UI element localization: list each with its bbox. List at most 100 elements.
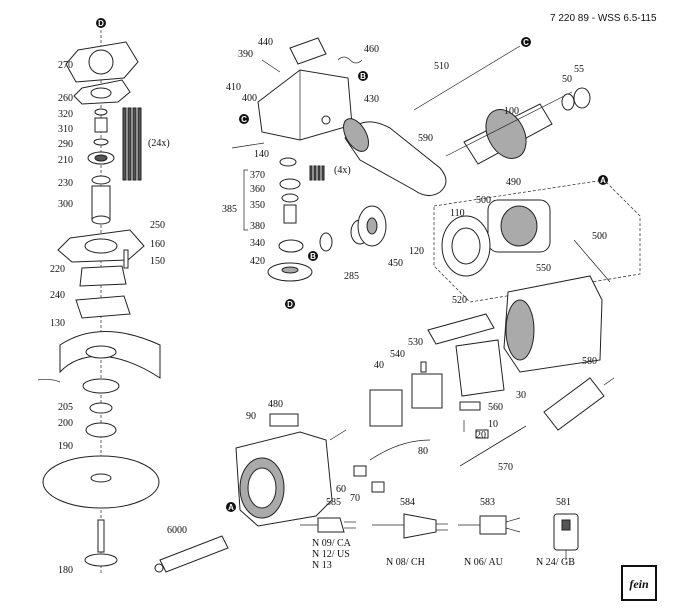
marker-d-top: D [96, 18, 106, 28]
label-4x: (4x) [334, 165, 351, 176]
plug-variant-captions: N 09/ CA N 12/ US N 13 N 08/ CH N 06/ AU… [312, 538, 575, 571]
cable-end [37, 378, 61, 383]
label-285: 285 [344, 271, 359, 282]
svg-text:D: D [287, 300, 293, 309]
label-450: 450 [388, 258, 403, 269]
label-584: 584 [400, 497, 415, 508]
marker-d-bottom: D [285, 299, 295, 309]
label-480: 480 [268, 399, 283, 410]
part-580-plug [543, 377, 605, 431]
label-150: 150 [150, 256, 165, 267]
label-205: 205 [58, 402, 73, 413]
label-200: 200 [58, 418, 73, 429]
part-190 [85, 422, 117, 438]
label-410: 410 [226, 82, 241, 93]
part-590-handle [344, 121, 447, 196]
label-220: 220 [50, 264, 65, 275]
label-110: 110 [450, 208, 465, 219]
label-30: 30 [516, 390, 526, 401]
caption-ch: N 08/ CH [386, 557, 425, 568]
part-460-spring [337, 56, 363, 64]
part-number-labels: 270 260 320 310 290 210 230 300 (24x) 25… [50, 37, 607, 576]
svg-text:A: A [600, 176, 606, 185]
fein-logo: fein [621, 565, 657, 601]
label-100: 100 [504, 106, 519, 117]
label-360: 360 [250, 184, 265, 195]
part-285-pinion [319, 232, 333, 252]
label-230: 230 [58, 178, 73, 189]
plug-581 [553, 513, 579, 560]
part-180-nut [84, 553, 118, 567]
label-210: 210 [58, 155, 73, 166]
svg-text:B: B [360, 72, 366, 81]
label-180: 180 [58, 565, 73, 576]
part-200 [89, 402, 113, 414]
label-550: 550 [536, 263, 551, 274]
caption-ca: N 09/ CA [312, 538, 352, 549]
label-60: 60 [336, 484, 346, 495]
label-310: 310 [58, 124, 73, 135]
plug-583 [458, 515, 521, 535]
label-290: 290 [58, 139, 73, 150]
marker-a-right: A [598, 175, 608, 185]
label-10: 10 [488, 419, 498, 430]
part-380 [283, 204, 297, 224]
marker-a-left: A [226, 502, 236, 512]
part-30-bracket [455, 339, 505, 397]
label-490: 490 [506, 177, 521, 188]
label-570: 570 [498, 462, 513, 473]
label-581: 581 [556, 497, 571, 508]
label-520: 520 [452, 295, 467, 306]
part-320-ring [94, 108, 108, 116]
gear-housing-group [231, 37, 447, 282]
part-340-bearing [278, 239, 304, 253]
caption-gb: N 24/ GB [536, 557, 575, 568]
svg-text:D: D [98, 19, 104, 28]
label-260: 260 [58, 93, 73, 104]
part-560 [459, 401, 481, 411]
label-120: 120 [409, 246, 424, 257]
label-420: 420 [250, 256, 265, 267]
label-190: 190 [58, 441, 73, 452]
marker-b-bottom: B [308, 251, 318, 261]
part-205-flange [82, 378, 120, 394]
caption-au: N 06/ AU [464, 557, 504, 568]
part-150-screw [123, 249, 129, 269]
needle-rollers [122, 107, 142, 181]
plug-584 [372, 513, 448, 539]
motor-group [413, 45, 641, 303]
label-20: 20 [476, 430, 486, 441]
label-440: 440 [258, 37, 273, 48]
label-500a: 500 [476, 195, 491, 206]
part-55-cap [573, 87, 591, 109]
svg-text:B: B [310, 252, 316, 261]
label-390: 390 [238, 49, 253, 60]
marker-c-right: C [521, 37, 531, 47]
label-400: 400 [242, 93, 257, 104]
part-510-rod [413, 45, 521, 111]
part-290 [93, 138, 109, 146]
part-6000-tube [159, 535, 229, 573]
part-230 [91, 175, 111, 185]
label-40: 40 [374, 360, 384, 371]
label-240: 240 [50, 290, 65, 301]
part-50-bearing [561, 93, 575, 111]
label-70: 70 [350, 493, 360, 504]
svg-text:A: A [228, 503, 234, 512]
part-220-gasket [79, 265, 127, 287]
label-350: 350 [250, 200, 265, 211]
label-6000: 6000 [167, 525, 187, 536]
part-240-clamp [75, 295, 131, 319]
label-530: 530 [408, 337, 423, 348]
label-385: 385 [222, 204, 237, 215]
label-540: 540 [390, 349, 405, 360]
caption-n13: N 13 [312, 560, 332, 571]
svg-text:C: C [241, 115, 247, 124]
label-590: 590 [418, 133, 433, 144]
part-40-module [369, 389, 403, 427]
label-380: 380 [250, 221, 265, 232]
label-560: 560 [488, 402, 503, 413]
part-540-switch [411, 373, 443, 409]
label-340: 340 [250, 238, 265, 249]
